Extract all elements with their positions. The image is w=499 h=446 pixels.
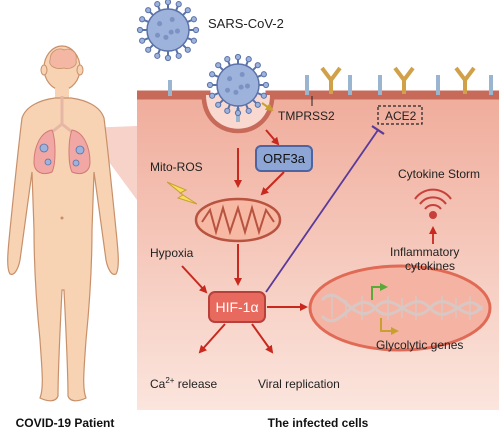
- arrow-hif-to-ca: [198, 323, 226, 354]
- patient-caption: COVID-19 Patient: [16, 416, 115, 430]
- arrow-hypoxia-to-hif: [181, 265, 208, 294]
- hif-box: [208, 291, 266, 323]
- arrow-hif-to-replication: [251, 323, 274, 354]
- virus-surface-dot: [233, 89, 239, 95]
- orf3a-box: [255, 145, 313, 172]
- brain-icon: [49, 48, 77, 69]
- virus-spike-tip: [234, 53, 242, 61]
- ace2-label: ACE2: [385, 109, 417, 123]
- virus-body: [216, 63, 260, 107]
- receptor-blue: [436, 75, 440, 95]
- ca-superscript: 2+: [165, 376, 174, 385]
- cells-caption: The infected cells: [268, 416, 369, 430]
- virus-surface-dot: [227, 76, 233, 82]
- virus-surface-dot: [224, 87, 231, 93]
- patient-body: [7, 97, 119, 402]
- receptor-blue: [378, 75, 382, 95]
- virus-spike-tip: [254, 62, 261, 69]
- virus-spike-tip: [139, 37, 146, 44]
- virus-spike-tip: [215, 101, 222, 108]
- receptor-blue: [168, 80, 172, 96]
- virus-spike-tip: [190, 16, 197, 23]
- lightning-icon: [166, 181, 198, 205]
- virus-surface-dot: [169, 16, 175, 23]
- membrane-receptors: [168, 66, 493, 122]
- virus-spike-tip: [136, 26, 144, 34]
- virus-spike-tip: [184, 7, 191, 14]
- virus-spike-tip: [245, 107, 252, 114]
- virus-spike-tip: [154, 52, 161, 59]
- virus-spike-tip: [206, 81, 214, 89]
- virus-spike-tip: [224, 56, 231, 63]
- dna-helix-icon: [320, 293, 484, 323]
- hypoxia-label: Hypoxia: [150, 246, 194, 260]
- green-gene-arrow: [371, 283, 388, 300]
- ace2-receptor: [320, 66, 476, 94]
- virus-spike-tip: [184, 46, 191, 53]
- virus-body: [146, 8, 190, 52]
- arrow-orf3a-to-mito: [260, 171, 285, 196]
- virus-spike-tip: [209, 92, 216, 99]
- nucleus: [308, 264, 492, 352]
- inhibition-bar: [371, 125, 385, 135]
- virus-surface-dot: [154, 32, 161, 38]
- tmprss2-arrow: [261, 102, 274, 112]
- receptor-blue: [305, 75, 309, 95]
- orf3a-label: ORF3a: [263, 151, 306, 166]
- signal-waves-icon: [414, 188, 452, 219]
- glycolytic-label: Glycolytic genes: [376, 338, 463, 352]
- virus-spike-tip: [164, 54, 172, 62]
- virus-spike-tip: [262, 81, 270, 89]
- virus-spike-tip: [260, 71, 267, 78]
- inhibition-hif-to-ace2: [265, 129, 379, 293]
- virus-surface-dot: [238, 84, 244, 90]
- virus-spike-tip: [192, 26, 200, 34]
- virus-spike-tip: [224, 107, 231, 114]
- gold-gene-arrow: [380, 318, 399, 335]
- patient-figure: [7, 45, 119, 402]
- tmprss2-label: TMPRSS2: [278, 109, 335, 123]
- virus-spike-tip: [254, 101, 261, 108]
- receptor-blue: [489, 75, 493, 95]
- virus-spike-tip: [154, 1, 161, 8]
- arrow-virus-to-orf3a: [265, 129, 280, 146]
- virus-spike-tip: [175, 52, 182, 59]
- virus-spike-tip: [215, 62, 222, 69]
- mito-ros-label: Mito-ROS: [150, 160, 203, 174]
- viral-replication-label: Viral replication: [258, 377, 340, 391]
- virus-particle-entering: [206, 53, 270, 117]
- virus-spike-tip: [209, 71, 216, 78]
- ca-release-label: Ca2+ release: [150, 376, 217, 391]
- virus-spike-tip: [190, 37, 197, 44]
- virus-spike-tip: [145, 46, 152, 53]
- virus-spike-tip: [139, 16, 146, 23]
- receptor-blue: [348, 75, 352, 95]
- inflammatory-label-line1: Inflammatory: [390, 245, 459, 259]
- virus-surface-dot: [168, 29, 174, 35]
- cytokine-storm-label: Cytokine Storm: [398, 167, 480, 181]
- virus-surface-dot: [244, 83, 250, 89]
- ace2-box: [377, 105, 423, 125]
- virus-surface-dot: [157, 21, 163, 27]
- virus-spike-tip: [164, 0, 172, 6]
- virus-particle: [136, 0, 200, 62]
- virus-spike-tip: [175, 1, 182, 8]
- virus-spike-tip: [145, 7, 152, 14]
- virus-name-label: SARS-CoV-2: [208, 16, 284, 31]
- virus-spike-tip: [245, 56, 252, 63]
- virus-surface-dot: [239, 71, 245, 78]
- mitochondrion-icon: [194, 197, 282, 243]
- virus-surface-dot: [163, 34, 169, 40]
- inflammatory-label-line2: cytokines: [405, 259, 455, 273]
- virus-spike-tip: [234, 109, 242, 117]
- virus-spike-tip: [260, 92, 267, 99]
- virus-surface-dot: [174, 28, 180, 34]
- hif-label: HIF-1α: [215, 299, 258, 315]
